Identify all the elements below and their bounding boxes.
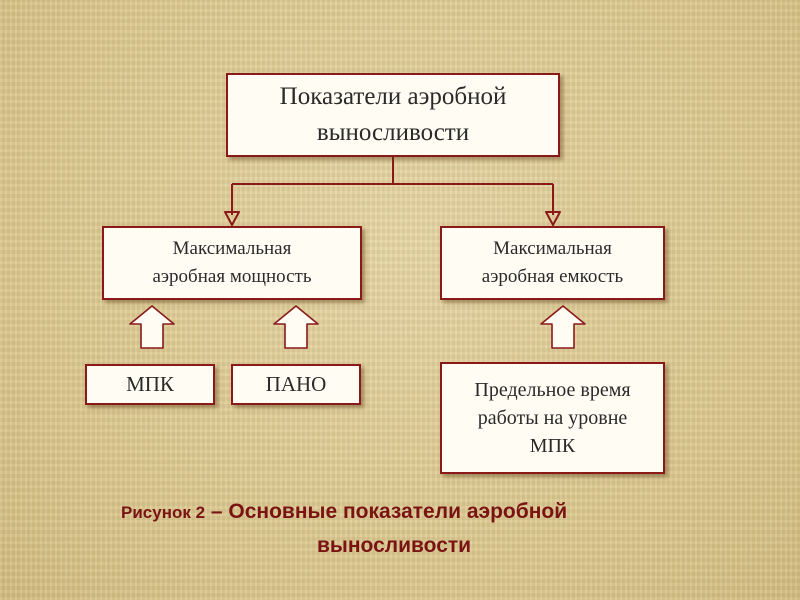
aerobic-endurance-indicators-box: Показатели аэробной выносливости bbox=[226, 73, 560, 157]
box-label: Показатели аэробной выносливости bbox=[279, 83, 507, 146]
caption-title-part-2: выносливости bbox=[317, 534, 472, 557]
up-arrow-pano-icon bbox=[273, 305, 319, 349]
up-arrow-mpk-icon bbox=[129, 305, 175, 349]
arrow-down-left-icon bbox=[224, 211, 240, 226]
caption-line-1: Рисунок 2 – Основные показатели аэробной bbox=[121, 500, 567, 524]
box-label: МПК bbox=[126, 372, 174, 396]
caption-title-part-1: Основные показатели аэробной bbox=[228, 500, 568, 523]
box-label: Максимальная аэробная емкость bbox=[481, 238, 624, 287]
tree-connector bbox=[231, 157, 554, 215]
max-aerobic-capacity-box: Максимальная аэробная емкость bbox=[440, 226, 665, 300]
box-label: Максимальная аэробная мощность bbox=[152, 238, 312, 287]
box-label: Предельное время работы на уровне МПК bbox=[474, 379, 631, 457]
box-label: ПАНО bbox=[265, 372, 327, 396]
caption-figure-number: Рисунок 2 bbox=[121, 503, 206, 522]
caption-dash: – bbox=[205, 500, 229, 523]
limit-time-box: Предельное время работы на уровне МПК bbox=[440, 362, 665, 474]
max-aerobic-power-box: Максимальная аэробная мощность bbox=[102, 226, 362, 300]
mpk-box: МПК bbox=[85, 364, 215, 405]
up-arrow-limit-icon bbox=[540, 305, 586, 349]
arrow-down-right-icon bbox=[545, 211, 561, 226]
pano-box: ПАНО bbox=[231, 364, 361, 405]
